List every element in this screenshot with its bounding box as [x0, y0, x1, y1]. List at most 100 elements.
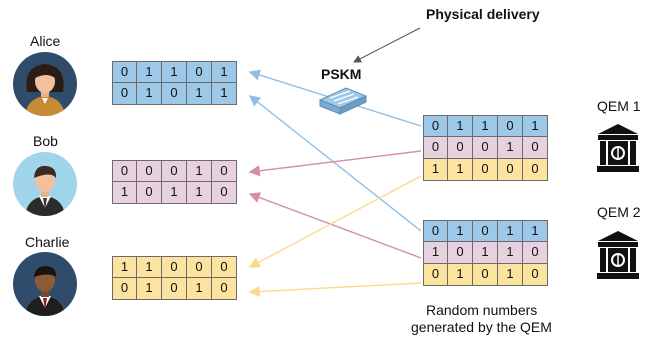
bit-cell: 1	[137, 83, 162, 105]
bob-avatar	[13, 152, 77, 216]
bit-cell: 1	[448, 159, 473, 181]
bit-cell: 0	[448, 137, 473, 159]
bit-cell: 0	[423, 137, 448, 159]
bit-cell: 0	[498, 159, 523, 181]
bit-cell: 1	[498, 137, 523, 159]
grid-row: 1 0 1 1 0	[423, 242, 548, 264]
bit-cell: 0	[112, 160, 137, 182]
bit-cell: 1	[448, 220, 473, 242]
qem1-machine-icon	[597, 124, 639, 172]
bit-cell: 0	[523, 242, 548, 264]
bit-cell: 1	[187, 278, 212, 300]
bit-cell: 0	[523, 264, 548, 286]
link-qem2-row1-to-alice	[248, 95, 422, 232]
alice-key-grid: 0 1 1 0 1 0 1 0 1 1	[112, 61, 237, 105]
bit-cell: 1	[187, 160, 212, 182]
bit-cell: 0	[187, 256, 212, 278]
qem1-label: QEM 1	[597, 98, 641, 114]
qem1-random-block: 0 1 1 0 1 0 0 0 1 0 1 1 0 0 0	[423, 115, 548, 181]
link-qem2-row3-to-charlie	[248, 282, 422, 298]
bit-cell: 0	[212, 160, 237, 182]
bit-cell: 0	[498, 115, 523, 137]
bit-cell: 0	[423, 115, 448, 137]
grid-row: 1 1 0 0 0	[423, 159, 548, 181]
grid-row: 0 0 0 1 0	[423, 137, 548, 159]
bit-cell: 1	[137, 61, 162, 83]
bit-cell: 0	[162, 256, 187, 278]
bit-cell: 1	[523, 220, 548, 242]
grid-row: 0 0 0 1 0	[112, 160, 237, 182]
bit-cell: 0	[473, 264, 498, 286]
qem2-machine-icon	[597, 231, 639, 279]
bit-cell: 1	[498, 242, 523, 264]
bit-cell: 1	[212, 61, 237, 83]
bit-cell: 0	[112, 83, 137, 105]
bit-cell: 1	[423, 242, 448, 264]
bit-cell: 1	[448, 264, 473, 286]
bit-cell: 1	[137, 278, 162, 300]
charlie-avatar	[13, 252, 77, 316]
bit-cell: 0	[523, 159, 548, 181]
bit-cell: 0	[448, 242, 473, 264]
bob-key-grid: 0 0 0 1 0 1 0 1 1 0	[112, 160, 237, 204]
bit-cell: 0	[162, 160, 187, 182]
user-name-charlie: Charlie	[25, 234, 70, 250]
grid-row: 0 1 1 0 1	[112, 61, 237, 83]
bit-cell: 1	[137, 256, 162, 278]
bit-cell: 0	[187, 61, 212, 83]
grid-row: 1 0 1 1 0	[112, 182, 237, 204]
link-qem1-row2-to-bob	[248, 150, 422, 177]
bit-cell: 1	[498, 264, 523, 286]
bit-cell: 0	[212, 182, 237, 204]
grid-row: 0 1 0 1 0	[423, 264, 548, 286]
bit-cell: 0	[473, 220, 498, 242]
physical-delivery-label: Physical delivery	[426, 6, 540, 22]
link-qem2-row2-to-bob	[248, 192, 422, 259]
bit-cell: 0	[212, 256, 237, 278]
bit-cell: 1	[162, 182, 187, 204]
bit-cell: 1	[112, 256, 137, 278]
bit-cell: 1	[523, 115, 548, 137]
link-qem1-row3-to-charlie	[248, 175, 422, 268]
bit-cell: 1	[498, 220, 523, 242]
bit-cell: 0	[523, 137, 548, 159]
user-name-alice: Alice	[30, 33, 61, 49]
alice-avatar	[13, 52, 77, 116]
bit-cell: 0	[473, 137, 498, 159]
random-caption-line1: Random numbers	[426, 302, 538, 318]
bit-cell: 0	[212, 278, 237, 300]
grid-row: 1 1 0 0 0	[112, 256, 237, 278]
grid-row: 0 1 1 0 1	[423, 115, 548, 137]
bit-cell: 1	[187, 182, 212, 204]
bit-cell: 1	[423, 159, 448, 181]
charlie-key-grid: 1 1 0 0 0 0 1 0 1 0	[112, 256, 237, 300]
grid-row: 0 1 0 1 0	[112, 278, 237, 300]
bit-cell: 0	[137, 160, 162, 182]
qem2-label: QEM 2	[597, 204, 641, 220]
bit-cell: 1	[448, 115, 473, 137]
grid-row: 0 1 0 1 1	[423, 220, 548, 242]
bit-cell: 0	[423, 264, 448, 286]
random-caption-line2: generated by the QEM	[411, 319, 552, 335]
bit-cell: 1	[162, 61, 187, 83]
pskm-label: PSKM	[321, 66, 362, 82]
bit-cell: 0	[162, 83, 187, 105]
grid-row: 0 1 0 1 1	[112, 83, 237, 105]
bit-cell: 1	[473, 242, 498, 264]
user-name-bob: Bob	[33, 133, 58, 149]
pskm-device-icon	[318, 87, 368, 115]
bit-cell: 0	[473, 159, 498, 181]
bit-cell: 1	[112, 182, 137, 204]
bit-cell: 0	[112, 278, 137, 300]
bit-cell: 1	[187, 83, 212, 105]
physical-delivery-arrow	[353, 27, 421, 63]
bit-cell: 1	[212, 83, 237, 105]
qem2-random-block: 0 1 0 1 1 1 0 1 1 0 0 1 0 1 0	[423, 220, 548, 286]
bit-cell: 0	[162, 278, 187, 300]
bit-cell: 0	[112, 61, 137, 83]
bit-cell: 1	[473, 115, 498, 137]
bit-cell: 0	[423, 220, 448, 242]
bit-cell: 0	[137, 182, 162, 204]
